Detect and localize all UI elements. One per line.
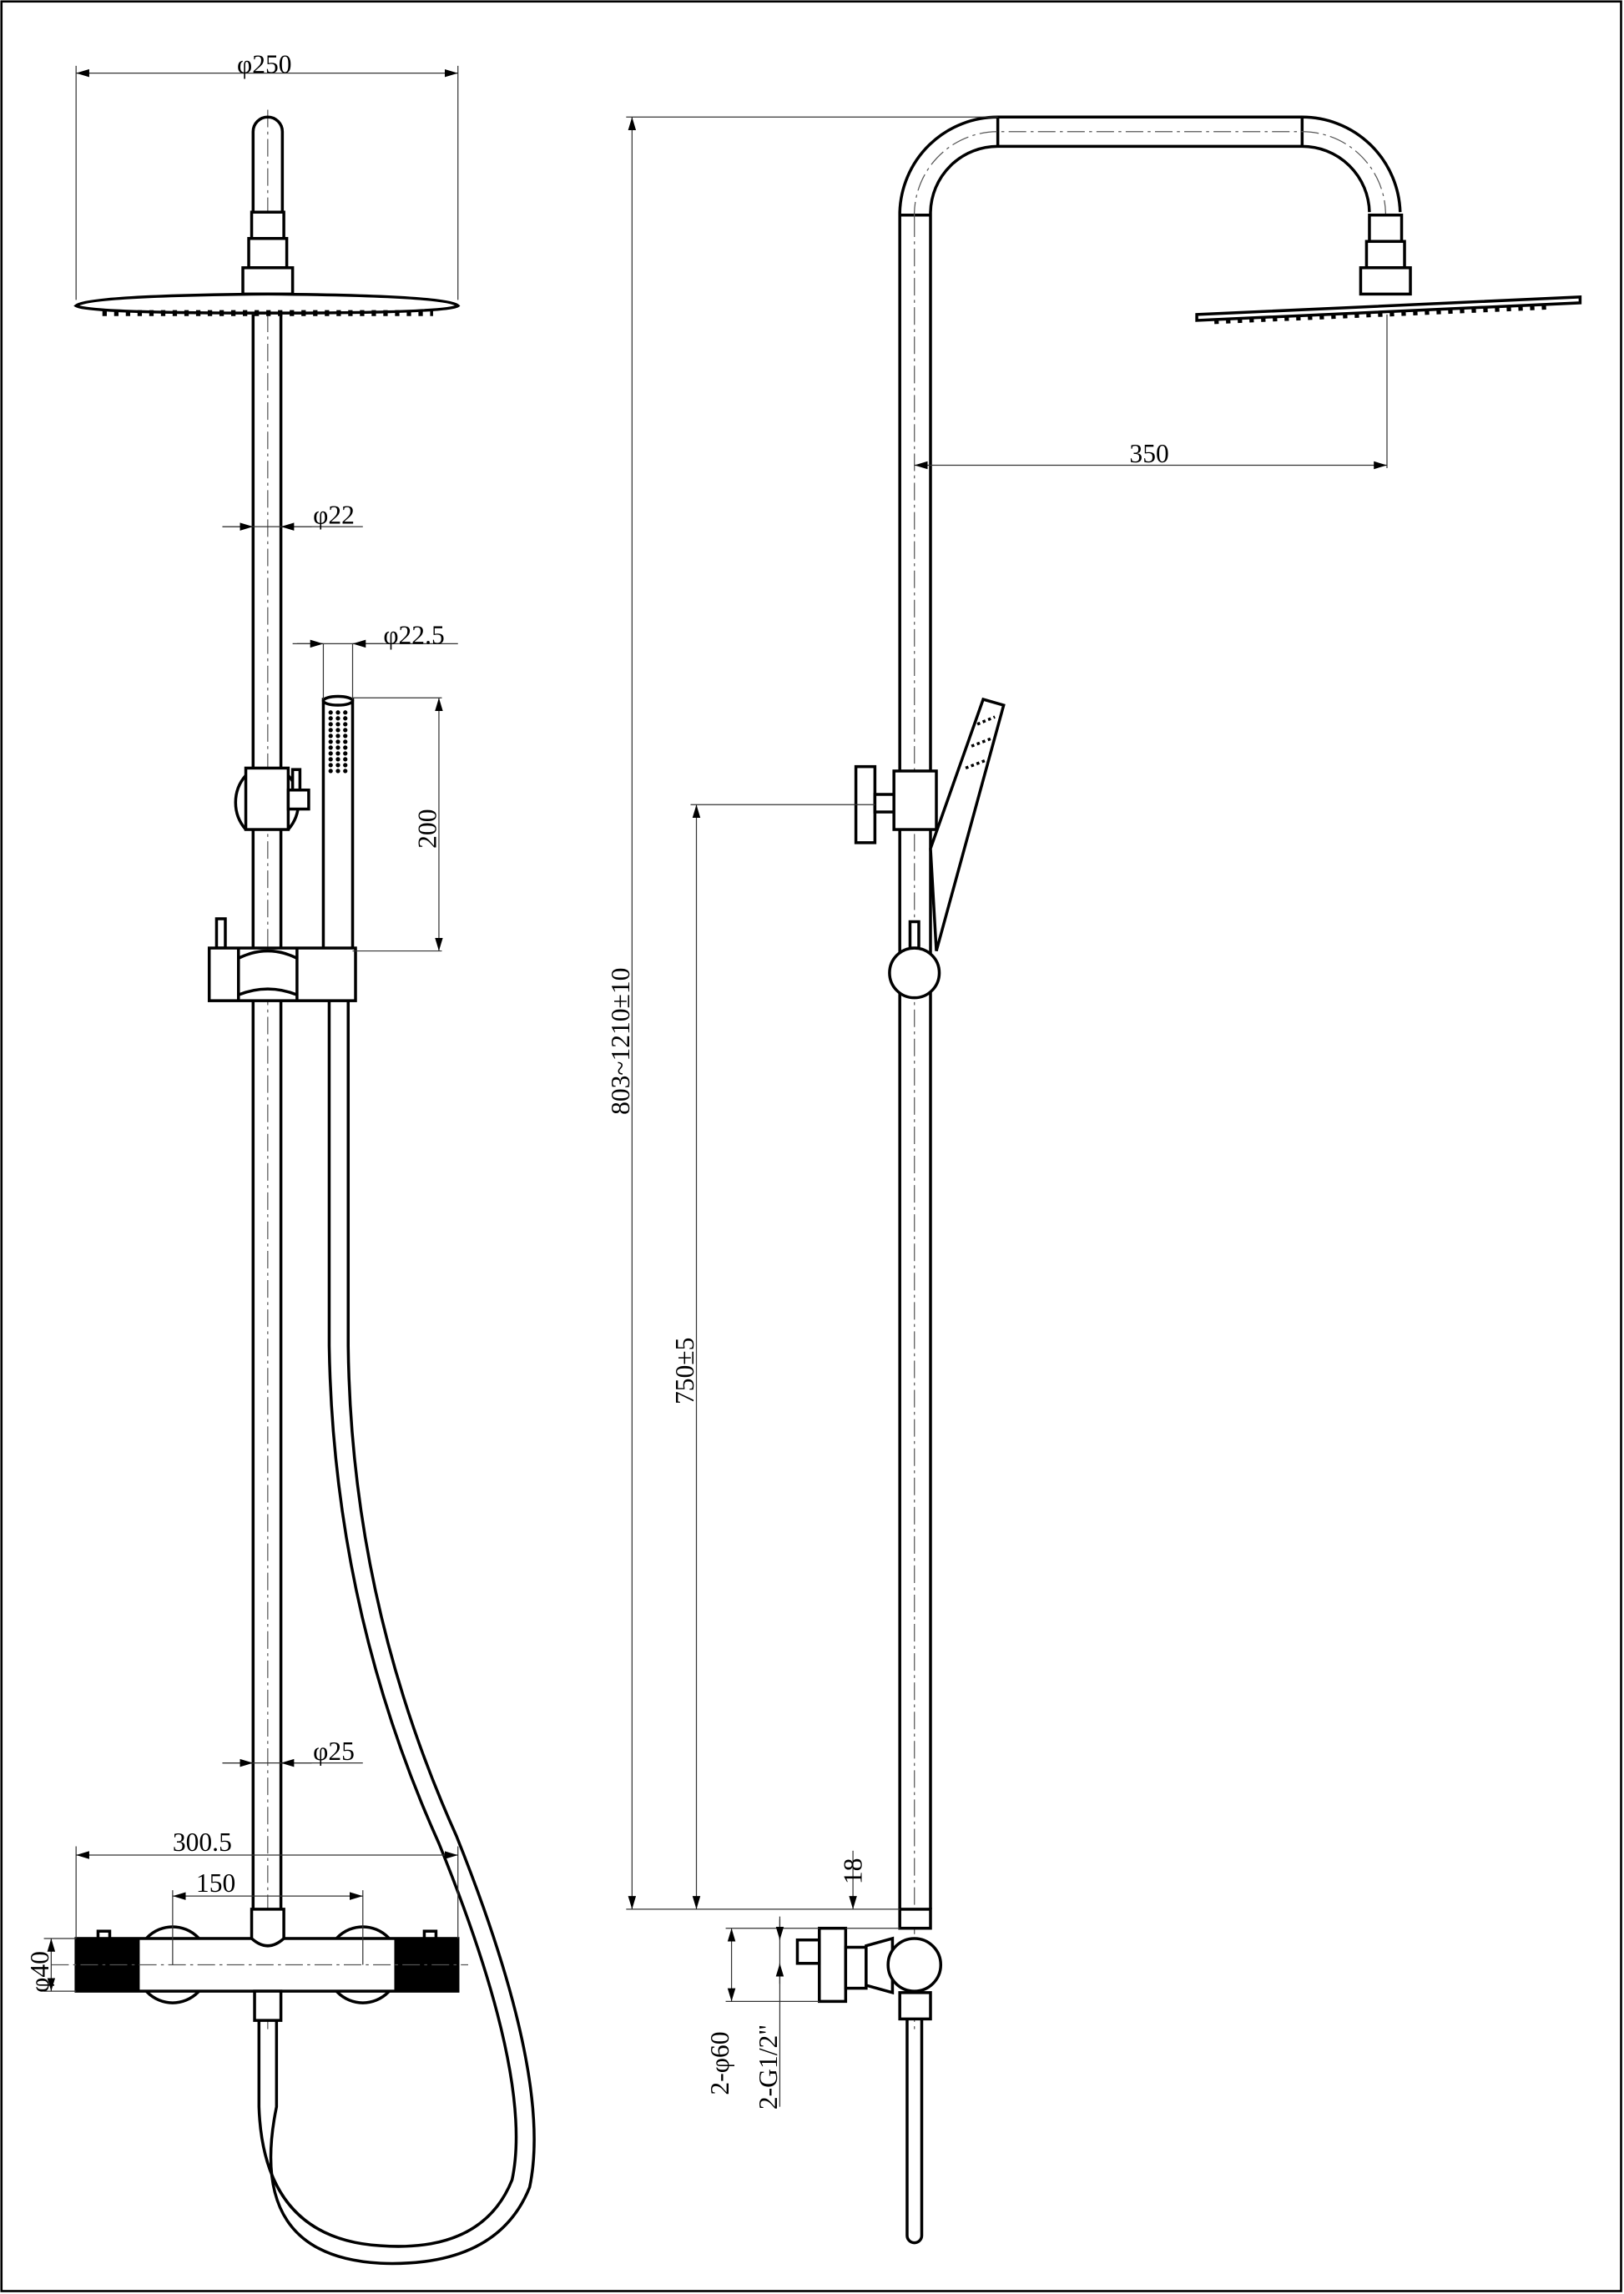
nozzle-dot — [328, 745, 333, 750]
nozzle-dot — [343, 739, 348, 744]
nozzle-dot — [335, 763, 340, 768]
nozzle-dot — [335, 757, 340, 762]
dim-inlet-spacing: 150 — [196, 1868, 235, 1898]
nozzle-dot — [328, 757, 333, 762]
nozzle-dot — [335, 728, 340, 733]
dim-thermostat-diameter: φ40 — [25, 1951, 54, 1993]
nozzle-dot — [335, 710, 340, 715]
thermostat-side — [795, 1908, 943, 2245]
slider-knob-side — [888, 946, 941, 1000]
nozzle-dot — [328, 763, 333, 768]
nozzle-dot — [328, 739, 333, 744]
slide-bar-holder — [207, 917, 357, 1002]
wall-bracket — [234, 766, 310, 831]
dim-total-height: 803~1210±10 — [606, 968, 635, 1115]
top-stub — [251, 115, 285, 213]
shower-hose — [257, 1001, 518, 2248]
nozzle-dot — [328, 710, 333, 715]
nozzle-dot — [343, 716, 348, 721]
nozzle-dot — [343, 728, 348, 733]
dim-bracket-height: 750±5 — [670, 1338, 699, 1404]
dim-head-diameter: φ250 — [237, 50, 292, 79]
nozzle-dot — [335, 734, 340, 739]
nozzle-dot — [343, 722, 348, 727]
rain-shower-head-side — [1195, 295, 1582, 322]
hose-side — [905, 2019, 924, 2245]
nozzle-dot — [328, 734, 333, 739]
nozzle-dot — [328, 751, 333, 756]
nozzle-dot — [343, 710, 348, 715]
nozzle-dot — [335, 751, 340, 756]
side-dimensions: 350 803~1210±10 750±5 18 2-φ60 2-G1/2" — [606, 116, 1388, 2110]
nozzle-dot — [328, 722, 333, 727]
side-view: 350 803~1210±10 750±5 18 2-φ60 2-G1/2" — [606, 115, 1582, 2245]
nozzle-dot — [328, 716, 333, 721]
thermostat-mixer — [51, 1908, 469, 2022]
front-dimensions: φ250 φ22 φ22.5 200 φ25 300.5 150 — [25, 50, 459, 1993]
dim-lower-pipe: φ25 — [313, 1737, 355, 1766]
hand-shower-side — [929, 697, 1006, 952]
nozzle-dot — [335, 739, 340, 744]
nozzle-dot — [343, 751, 348, 756]
dim-thermostat-width: 300.5 — [173, 1828, 232, 1857]
nozzle-dot — [328, 769, 333, 774]
lower-pipe — [251, 1001, 283, 1909]
rain-shower-head — [73, 292, 461, 315]
nozzle-dot — [335, 769, 340, 774]
nozzle-dot — [335, 716, 340, 721]
nozzle-dot — [335, 722, 340, 727]
nozzle-dot — [343, 734, 348, 739]
dim-hand-shower-diameter: φ22.5 — [383, 620, 444, 649]
upper-pipe — [251, 314, 283, 949]
hand-shower — [321, 694, 355, 953]
nozzle-dot — [343, 745, 348, 750]
dim-upper-pipe: φ22 — [313, 501, 355, 530]
nozzle-dot — [343, 757, 348, 762]
dim-head-projection: 350 — [1129, 439, 1168, 468]
dim-escutcheon: 2-φ60 — [705, 2032, 734, 2095]
nozzle-dot — [343, 769, 348, 774]
dim-hand-shower-length: 200 — [412, 809, 441, 849]
dim-offset: 18 — [839, 1858, 868, 1885]
riser-pipe — [898, 115, 1402, 1909]
nozzle-dot — [328, 728, 333, 733]
front-view: φ250 φ22 φ22.5 200 φ25 300.5 150 — [25, 50, 536, 2266]
nozzle-dot — [343, 763, 348, 768]
dim-thread: 2-G1/2" — [754, 2024, 783, 2110]
nozzle-dot — [335, 745, 340, 750]
